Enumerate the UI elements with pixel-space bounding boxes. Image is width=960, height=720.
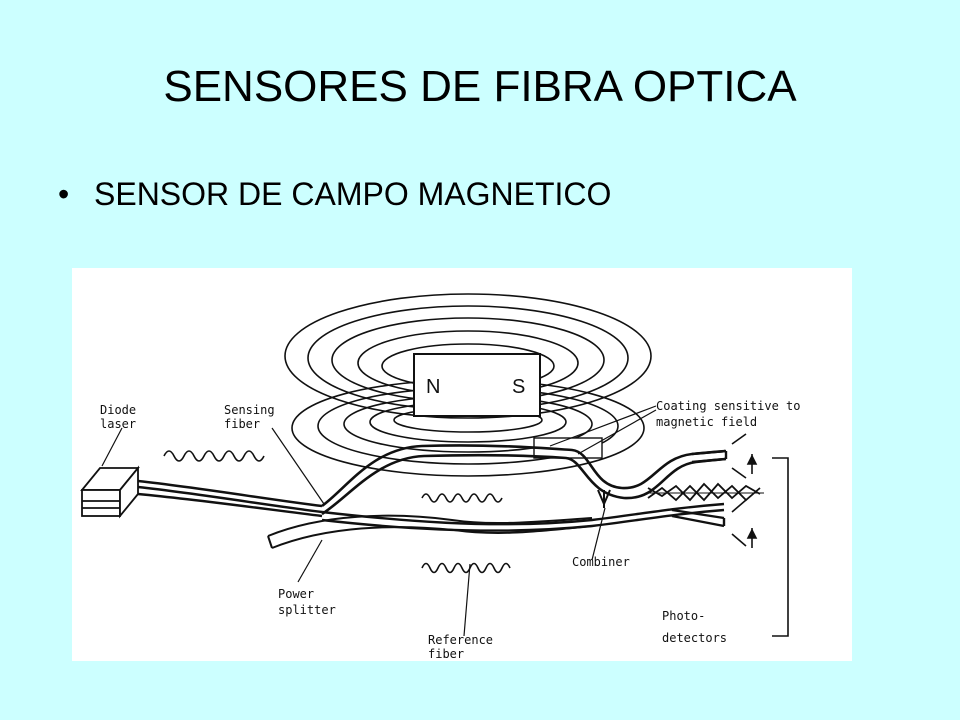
sensing-fiber xyxy=(321,444,726,516)
signal-waves xyxy=(163,450,511,574)
power-label-2: splitter xyxy=(278,603,336,617)
power-label-1: Power xyxy=(278,587,314,601)
coating-label-1: Coating sensitive to xyxy=(656,399,801,413)
magnet-south-label: S xyxy=(512,376,525,398)
diode-label-2: laser xyxy=(100,417,136,431)
bullet-text: SENSOR DE CAMPO MAGNETICO xyxy=(94,176,612,212)
sensing-label-2: fiber xyxy=(224,417,260,431)
bullet-item: • SENSOR DE CAMPO MAGNETICO xyxy=(58,176,611,213)
sensing-label-1: Sensing xyxy=(224,403,275,417)
magnet-north-label: N xyxy=(426,376,440,398)
diode-laser-box xyxy=(80,465,140,519)
bullet-dot-icon: • xyxy=(58,176,70,212)
diode-label-1: Diode xyxy=(100,403,136,417)
interference-waves xyxy=(647,482,764,502)
photodetectors xyxy=(731,433,789,637)
leader-lines xyxy=(101,405,657,637)
combiner-label: Combiner xyxy=(572,555,630,569)
power-splitter-fiber xyxy=(267,514,593,549)
reference-label-1: Reference xyxy=(428,633,493,647)
slide-title: SENSORES DE FIBRA OPTICA xyxy=(163,62,797,111)
coating-label-2: magnetic field xyxy=(656,415,757,429)
magnet xyxy=(413,353,541,417)
diagram-svg: N S Diode laser Sensing fiber Coating se… xyxy=(80,293,801,661)
output-fibers xyxy=(671,449,728,528)
photo-label-2: detectors xyxy=(662,631,727,645)
reference-label-2: fiber xyxy=(428,647,464,661)
magnetic-field-sensor-diagram: N S Diode laser Sensing fiber Coating se… xyxy=(72,268,852,661)
combiner xyxy=(597,489,611,508)
photo-label-1: Photo- xyxy=(662,609,705,623)
input-fibers xyxy=(137,479,323,518)
